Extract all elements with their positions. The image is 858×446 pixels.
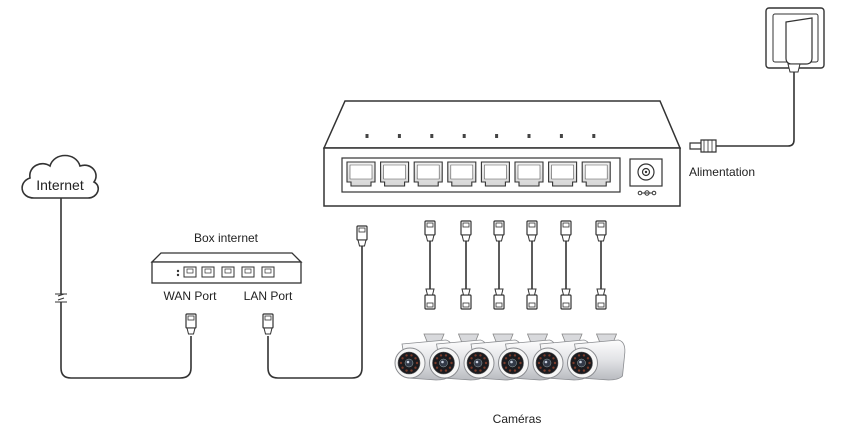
rj45-connector-icon	[460, 220, 472, 242]
status-led	[495, 134, 499, 138]
lan-port-label: LAN Port	[244, 289, 293, 303]
status-led	[462, 134, 466, 138]
status-led	[430, 134, 434, 138]
network-switch	[322, 100, 682, 207]
box-label: Box internet	[194, 231, 259, 245]
router-port	[183, 266, 197, 278]
uplink-connector	[356, 225, 368, 247]
power-label: Alimentation	[689, 165, 755, 179]
rj45-connector-icon	[185, 313, 197, 335]
internet-cable	[55, 198, 192, 379]
router-port	[241, 266, 255, 278]
camera-patch-cable	[526, 220, 538, 310]
status-led	[527, 134, 531, 138]
rj45-connector-icon	[560, 220, 572, 242]
status-led	[397, 134, 401, 138]
router-port	[221, 266, 235, 278]
camera-patch-cable	[560, 220, 572, 310]
lan-cable	[267, 245, 363, 379]
camera-patch-cable	[493, 220, 505, 310]
rj45-connector-icon	[424, 220, 436, 242]
camera-patch-cable	[595, 220, 607, 310]
bullet-camera-icon	[567, 333, 626, 381]
router-port	[261, 266, 275, 278]
switch-port	[581, 161, 611, 187]
rj45-connector-icon	[595, 220, 607, 242]
cameras-label: Caméras	[493, 412, 542, 426]
rj45-connector-icon	[526, 288, 538, 310]
rj45-connector-icon	[460, 288, 472, 310]
switch-port	[480, 161, 510, 187]
rj45-connector-icon	[595, 288, 607, 310]
status-led	[592, 134, 596, 138]
switch-port	[447, 161, 477, 187]
internet-label: Internet	[36, 177, 84, 193]
switch-leds	[365, 134, 596, 138]
router-icon	[150, 252, 303, 263]
rj45-connector-icon	[560, 288, 572, 310]
power-adapter-icon	[765, 7, 825, 73]
network-switch-icon	[322, 100, 682, 149]
internet-cloud: Internet	[21, 154, 100, 199]
dc-plug	[689, 139, 717, 153]
switch-ports	[346, 161, 611, 187]
camera-patch-cable	[460, 220, 472, 310]
power-cable	[716, 70, 795, 147]
switch-port	[380, 161, 410, 187]
router-connectors	[185, 313, 274, 335]
rj45-connector-icon	[526, 220, 538, 242]
power-supply: Alimentation	[689, 7, 825, 179]
rj45-connector-icon	[424, 288, 436, 310]
status-led	[365, 134, 369, 138]
router-ports	[183, 266, 275, 278]
cameras	[394, 333, 626, 381]
cloud-icon	[21, 154, 100, 199]
rj45-connector-icon	[493, 288, 505, 310]
rj45-connector-icon	[356, 225, 368, 247]
switch-port	[346, 161, 376, 187]
wan-port-label: WAN Port	[164, 289, 218, 303]
box-internet: Box internet WAN Port LAN Port	[150, 231, 303, 303]
polarity-symbol	[637, 190, 657, 196]
router-port	[201, 266, 215, 278]
camera-patch-cable	[424, 220, 436, 310]
switch-port	[548, 161, 578, 187]
camera-cables	[424, 220, 607, 310]
rj45-connector-icon	[262, 313, 274, 335]
status-led	[559, 134, 563, 138]
switch-port	[514, 161, 544, 187]
rj45-connector-icon	[493, 220, 505, 242]
switch-port	[413, 161, 443, 187]
